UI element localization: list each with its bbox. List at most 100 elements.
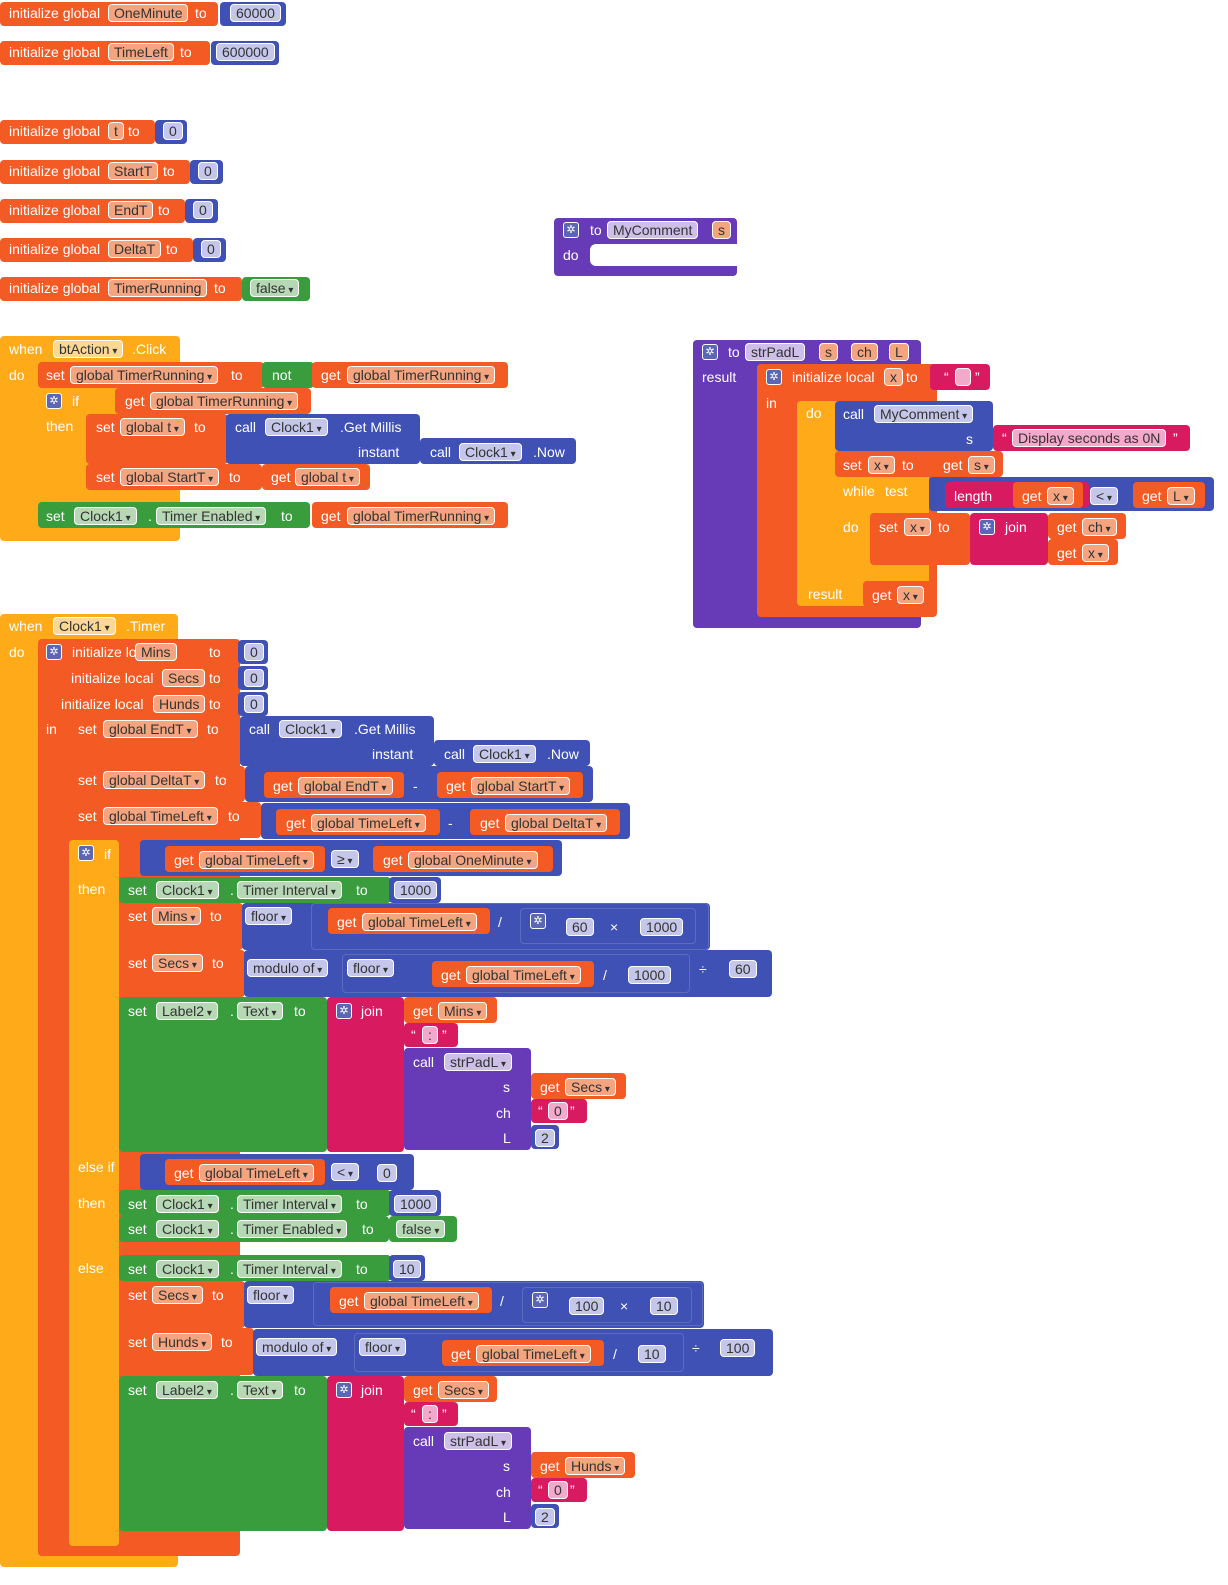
math-dropdown[interactable]: modulo of [256,1338,338,1356]
global-name[interactable]: DeltaT [108,240,162,258]
number-field[interactable]: 2 [535,1508,555,1526]
gear-icon[interactable]: ✲ [530,913,546,929]
global-name[interactable]: OneMinute [108,4,189,22]
component-dropdown[interactable]: Clock1 [156,881,219,899]
var-dropdown[interactable]: global StartT [471,777,571,795]
number-field[interactable]: 1000 [394,1195,438,1213]
component-dropdown[interactable]: Clock1 [473,745,536,763]
gear-icon[interactable]: ✲ [46,644,62,660]
math-dropdown[interactable]: modulo of [247,959,329,977]
text-field[interactable] [955,368,971,386]
number-field[interactable]: 1000 [394,881,438,899]
gear-icon[interactable]: ✲ [563,222,579,238]
number-field[interactable]: 0 [193,201,213,219]
procedure-dropdown[interactable]: strPadL [444,1053,513,1071]
var-dropdown[interactable]: Secs [438,1381,489,1399]
property-dropdown[interactable]: Timer Interval [237,881,342,899]
param-name[interactable]: s [819,343,838,361]
var-dropdown[interactable]: global TimeLeft [476,1345,591,1363]
text-field[interactable]: 0 [548,1481,568,1499]
math-dropdown[interactable]: floor [347,959,395,977]
var-dropdown[interactable]: global TimeLeft [311,814,426,832]
number-field[interactable]: 10 [650,1297,678,1315]
var-dropdown[interactable]: Mins [152,907,202,925]
math-dropdown[interactable]: floor [247,1286,295,1304]
var-dropdown[interactable]: global EndT [103,720,198,738]
gear-icon[interactable]: ✲ [336,1003,352,1019]
property-dropdown[interactable]: Timer Interval [237,1195,342,1213]
var-dropdown[interactable]: L [1167,487,1195,505]
local-name[interactable]: Mins [135,643,177,661]
var-dropdown[interactable]: global EndT [298,777,393,795]
number-field[interactable]: 100 [569,1297,605,1315]
param-name[interactable]: s [712,221,731,239]
component-dropdown[interactable]: Label2 [156,1381,218,1399]
var-dropdown[interactable]: global TimerRunning [347,366,496,384]
var-dropdown[interactable]: x [1047,487,1074,505]
number-field[interactable]: 10 [638,1345,666,1363]
number-field[interactable]: 100 [720,1339,756,1357]
global-name[interactable]: StartT [108,162,159,180]
component-dropdown[interactable]: Clock1 [459,443,522,461]
var-dropdown[interactable]: global TimeLeft [362,913,477,931]
procedure-name[interactable]: strPadL [745,343,806,361]
component-dropdown[interactable]: Clock1 [74,507,137,525]
var-dropdown[interactable]: Hunds [152,1333,213,1351]
var-dropdown[interactable]: global TimeLeft [103,807,218,825]
var-dropdown[interactable]: Secs [152,954,203,972]
boolean-dropdown[interactable]: false [250,279,300,297]
text-field[interactable]: : [422,1026,438,1044]
var-dropdown[interactable]: global TimeLeft [466,966,581,984]
component-dropdown[interactable]: Clock1 [156,1260,219,1278]
local-name[interactable]: Hunds [153,695,206,713]
component-dropdown[interactable]: Clock1 [156,1220,219,1238]
var-dropdown[interactable]: Secs [152,1286,203,1304]
var-dropdown[interactable]: Secs [565,1078,616,1096]
property-dropdown[interactable]: Timer Interval [237,1260,342,1278]
component-dropdown[interactable]: btAction [53,340,124,358]
var-dropdown[interactable]: global t [295,468,360,486]
number-field[interactable]: 60 [566,918,594,936]
number-field[interactable]: 60000 [230,4,281,22]
global-name[interactable]: TimeLeft [108,43,174,61]
var-dropdown[interactable]: Hunds [565,1457,626,1475]
var-dropdown[interactable]: x [904,518,931,536]
number-field[interactable]: 0 [244,643,264,661]
var-dropdown[interactable]: global TimerRunning [150,392,299,410]
procedure-dropdown[interactable]: MyComment [874,405,974,423]
gear-icon[interactable]: ✲ [979,519,995,535]
var-dropdown[interactable]: ch [1082,518,1117,536]
var-dropdown[interactable]: global TimeLeft [364,1292,479,1310]
number-field[interactable]: 10 [393,1260,421,1278]
var-dropdown[interactable]: global TimeLeft [199,1164,314,1182]
text-field[interactable]: : [422,1405,438,1423]
procedure-dropdown[interactable]: strPadL [444,1432,513,1450]
number-field[interactable]: 60 [729,960,757,978]
text-field[interactable]: 0 [548,1102,568,1120]
math-dropdown[interactable]: floor [359,1338,407,1356]
property-dropdown[interactable]: Text [237,1002,283,1020]
number-field[interactable]: 2 [535,1129,555,1147]
var-dropdown[interactable]: global TimerRunning [70,366,219,384]
boolean-dropdown[interactable]: false [396,1220,446,1238]
component-dropdown[interactable]: Clock1 [156,1195,219,1213]
number-field[interactable]: 1000 [640,918,684,936]
compare-dropdown[interactable]: < [1090,487,1118,505]
gear-icon[interactable]: ✲ [532,1292,548,1308]
gear-icon[interactable]: ✲ [336,1382,352,1398]
gear-icon[interactable]: ✲ [78,845,94,861]
var-dropdown[interactable]: s [968,456,995,474]
gear-icon[interactable]: ✲ [46,393,62,409]
var-dropdown[interactable]: x [897,586,924,604]
var-dropdown[interactable]: global StartT [120,468,220,486]
component-dropdown[interactable]: Clock1 [53,617,116,635]
var-dropdown[interactable]: global DeltaT [103,771,206,789]
gear-icon[interactable]: ✲ [702,344,718,360]
component-dropdown[interactable]: Clock1 [279,720,342,738]
var-dropdown[interactable]: x [868,456,895,474]
compare-dropdown[interactable]: ≥ [331,850,359,868]
var-dropdown[interactable]: global t [120,418,185,436]
var-dropdown[interactable]: global OneMinute [408,851,538,869]
number-field[interactable]: 0 [377,1164,397,1182]
property-dropdown[interactable]: Timer Enabled [156,507,267,525]
